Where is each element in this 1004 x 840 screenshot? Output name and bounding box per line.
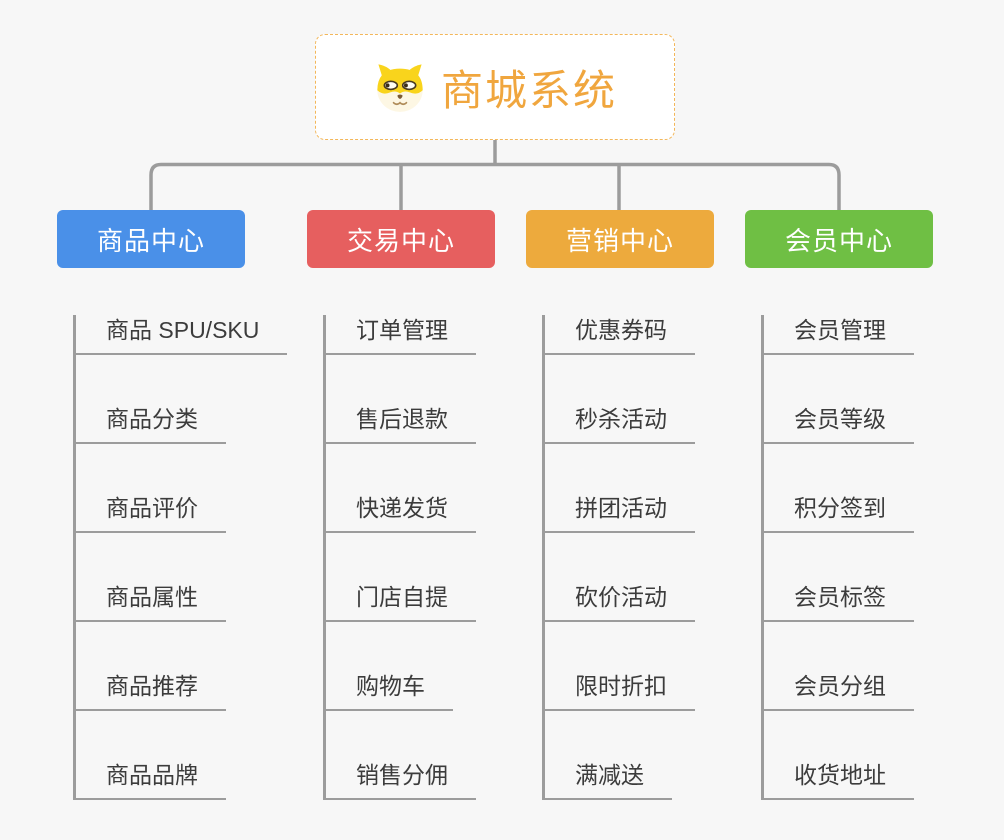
branch-head[interactable]: 商品中心 — [57, 210, 245, 268]
branch-head[interactable]: 营销中心 — [526, 210, 714, 268]
node-item[interactable]: 售后退款 — [323, 404, 476, 444]
node-item[interactable]: 商品推荐 — [73, 671, 226, 711]
branch-item-list: 订单管理售后退款快递发货门店自提购物车销售分佣 — [323, 315, 476, 800]
node-item[interactable]: 会员等级 — [761, 404, 914, 444]
branch-bus-line — [149, 162, 841, 210]
node-item[interactable]: 会员标签 — [761, 582, 914, 622]
dog-icon — [373, 60, 427, 114]
branch-col-1: 商品中心 商品 SPU/SKU 商品分类商品评价商品属性商品推荐商品品牌 — [57, 210, 307, 800]
branch-col-3: 营销中心 优惠券码秒杀活动拼团活动砍价活动限时折扣满减送 — [526, 210, 776, 800]
node-item[interactable]: 商品分类 — [73, 404, 226, 444]
node-item[interactable]: 销售分佣 — [323, 760, 476, 800]
node-item[interactable]: 商品评价 — [73, 493, 226, 533]
node-item[interactable]: 秒杀活动 — [542, 404, 695, 444]
branch-head[interactable]: 会员中心 — [745, 210, 933, 268]
branch-col-4: 会员中心 会员管理会员等级积分签到会员标签会员分组收货地址 — [745, 210, 995, 800]
branch-item-list: 商品 SPU/SKU 商品分类商品评价商品属性商品推荐商品品牌 — [73, 315, 288, 800]
branch-col-2: 交易中心 订单管理售后退款快递发货门店自提购物车销售分佣 — [307, 210, 557, 800]
node-item[interactable]: 快递发货 — [323, 493, 476, 533]
branch-head[interactable]: 交易中心 — [307, 210, 495, 268]
node-item[interactable]: 商品品牌 — [73, 760, 226, 800]
node-item[interactable]: 会员管理 — [761, 315, 914, 355]
node-item[interactable]: 商品 SPU/SKU — [73, 315, 288, 355]
node-item[interactable]: 限时折扣 — [542, 671, 695, 711]
node-item[interactable]: 拼团活动 — [542, 493, 695, 533]
root-node[interactable]: 商城系统 — [315, 34, 675, 140]
node-item[interactable]: 砍价活动 — [542, 582, 695, 622]
node-item[interactable]: 订单管理 — [323, 315, 476, 355]
node-item[interactable]: 收货地址 — [761, 760, 914, 800]
branch-item-list: 优惠券码秒杀活动拼团活动砍价活动限时折扣满减送 — [542, 315, 695, 800]
root-title: 商城系统 — [440, 66, 617, 114]
node-item[interactable]: 满减送 — [542, 760, 672, 800]
branch-item-list: 会员管理会员等级积分签到会员标签会员分组收货地址 — [761, 315, 914, 800]
node-item[interactable]: 购物车 — [323, 671, 453, 711]
node-item[interactable]: 门店自提 — [323, 582, 476, 622]
node-item[interactable]: 会员分组 — [761, 671, 914, 711]
node-item[interactable]: 优惠券码 — [542, 315, 695, 355]
node-item[interactable]: 商品属性 — [73, 582, 226, 622]
node-item[interactable]: 积分签到 — [761, 493, 914, 533]
